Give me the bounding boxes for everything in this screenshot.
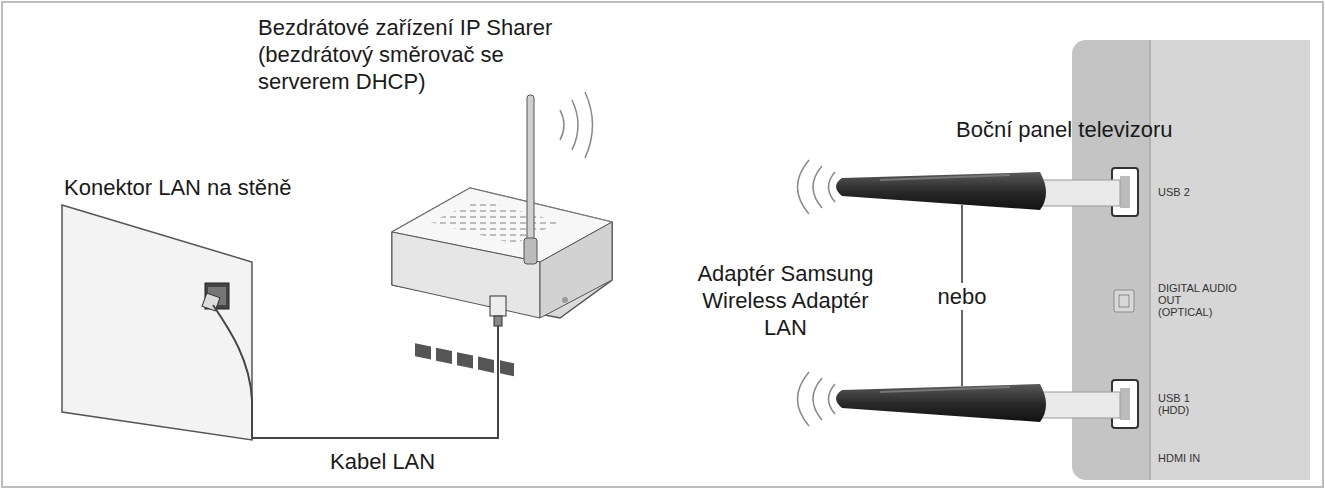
router-label: Bezdrátové zařízení IP Sharer (bezdrátov…: [258, 14, 593, 95]
port-label: HDMI IN: [1158, 452, 1238, 464]
lan-cable: [213, 305, 498, 438]
optical-port: [1114, 290, 1134, 312]
wall-label: Konektor LAN na stěně: [64, 174, 364, 201]
antenna: [527, 95, 534, 245]
port-label: DIGITAL AUDIO OUT (OPTICAL): [1158, 282, 1238, 318]
or-label: nebo: [928, 283, 996, 310]
port-label: USB 1 (HDD): [1158, 392, 1208, 416]
wireless-adapter: [798, 160, 1121, 214]
panel-label: Boční panel televizoru: [956, 116, 1256, 143]
port-label: USB 2: [1158, 186, 1218, 198]
cable-label: Kabel LAN: [330, 448, 470, 475]
adapter-label: Adaptér Samsung Wireless Adaptér LAN: [688, 260, 883, 341]
router: [392, 188, 612, 318]
wireless-adapter: [798, 372, 1121, 426]
wireless-waves: [560, 92, 593, 158]
